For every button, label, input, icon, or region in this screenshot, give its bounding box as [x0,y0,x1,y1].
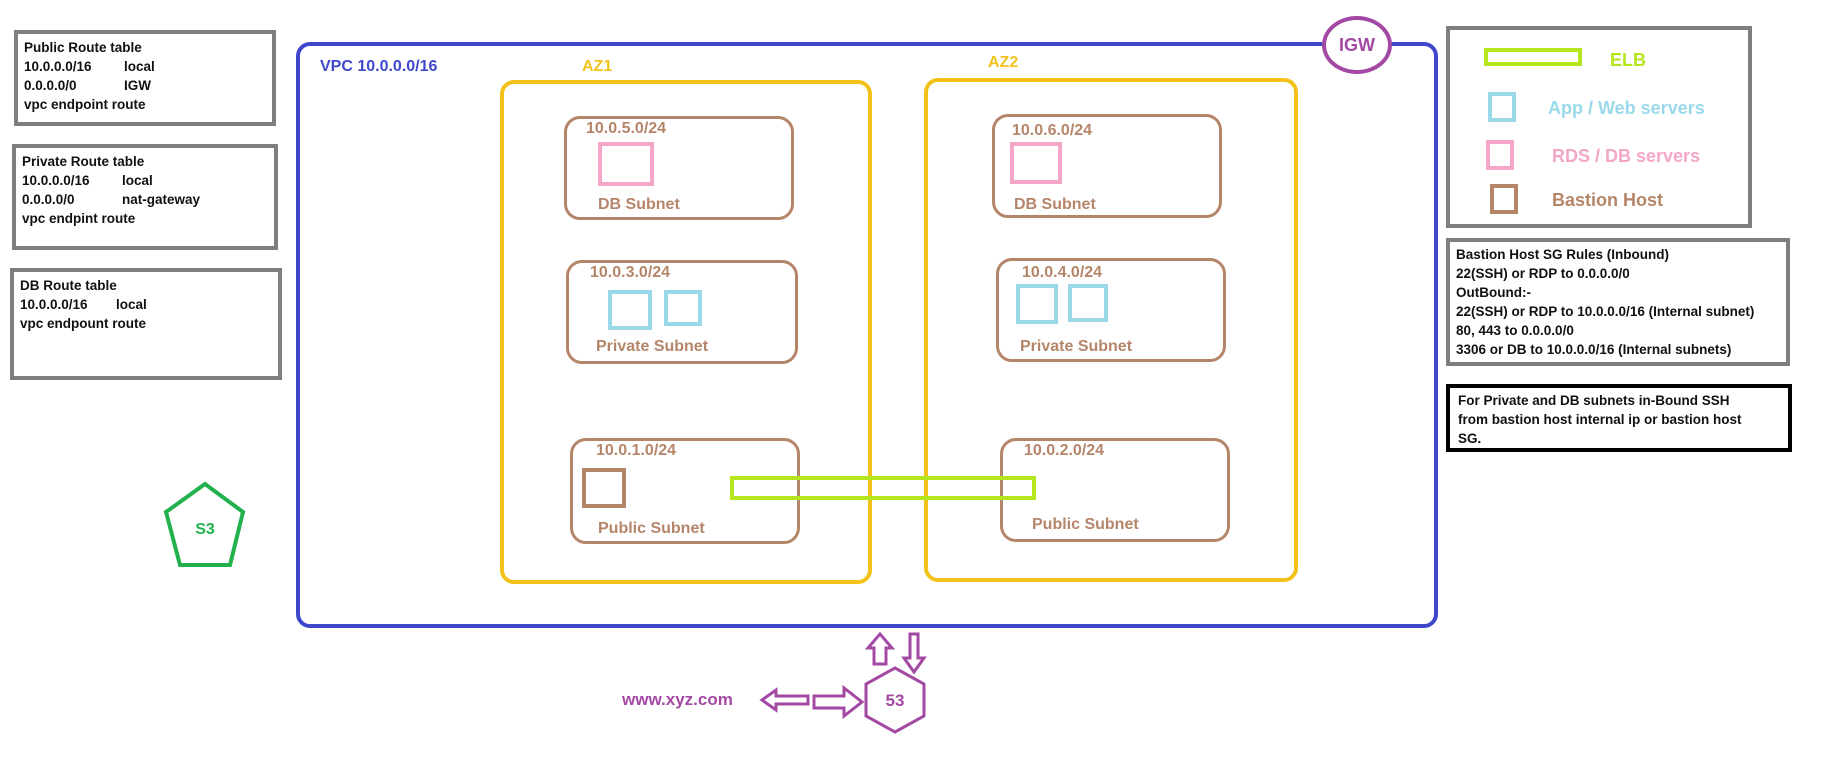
route-extra: vpc endpoint route [24,97,146,112]
subnet-name: Private Subnet [596,338,709,355]
az1-private-subnet [566,260,798,364]
legend-rds-label: RDS / DB servers [1552,146,1701,166]
bastion-sg-rules: Bastion Host SG Rules (Inbound) 22(SSH) … [1446,238,1790,366]
legend-elb-swatch [1484,48,1582,66]
elb [730,476,1036,500]
legend-app-label: App / Web servers [1548,98,1705,118]
legend-elb-label: ELB [1610,50,1646,70]
rule-line: Bastion Host SG Rules (Inbound) [1456,247,1669,262]
rule-line: 80, 443 to 0.0.0.0/0 [1456,323,1574,338]
subnet-cidr: 10.0.3.0/24 [590,264,671,281]
arrow-left-icon [759,687,810,713]
app-server [1068,284,1108,322]
app-server [664,290,702,326]
rule-line: 3306 or DB to 10.0.0.0/16 (Internal subn… [1456,342,1732,357]
legend-bastion-label: Bastion Host [1552,190,1664,210]
s3-icon: S3 [163,481,246,567]
route53-icon: 53 [864,666,926,734]
az1-container [500,80,872,584]
route-table-title: Private Route table [22,154,145,169]
ssh-note: For Private and DB subnets in-Bound SSH … [1446,384,1792,452]
az2-container [924,78,1298,582]
route53-label: 53 [886,691,905,710]
route-table-title: Public Route table [24,40,142,55]
rule-line: 22(SSH) or RDP to 0.0.0.0/0 [1456,266,1630,281]
route53-diagram: 53 [759,631,927,734]
app-server [608,290,652,330]
subnet-cidr: 10.0.1.0/24 [596,442,677,459]
rule-line: OutBound:- [1456,285,1531,300]
rds-server [598,142,654,186]
bastion-host [582,468,626,508]
az2-private-subnet [996,258,1226,362]
igw-icon: IGW [1322,16,1392,74]
subnet-name: Public Subnet [1032,516,1139,533]
note-line: SG. [1458,431,1482,446]
az1-db-subnet [564,116,794,220]
route-extra: vpc endpint route [22,211,136,226]
rule-line: 22(SSH) or RDP to 10.0.0.0/16 (Internal … [1456,304,1755,319]
legend: ELB App / Web servers RDS / DB servers B… [1446,26,1752,228]
domain-label: www.xyz.com [622,690,733,709]
subnet-cidr: 10.0.6.0/24 [1012,122,1093,139]
vpc-container [296,42,1438,628]
az2-db-subnet [992,114,1222,218]
vpc-label: VPC 10.0.0.0/16 [320,58,438,75]
arrow-down-icon [901,632,927,675]
route-table-title: DB Route table [20,278,117,293]
app-server [1016,284,1058,324]
subnet-name: DB Subnet [598,196,680,213]
note-line: from bastion host internal ip or bastion… [1458,412,1742,427]
az2-label: AZ2 [988,54,1019,71]
subnet-cidr: 10.0.4.0/24 [1022,264,1103,281]
subnet-name: Public Subnet [598,520,705,537]
legend-app-swatch [1488,92,1516,122]
route-extra: vpc endpount route [20,316,146,331]
legend-bastion-swatch [1490,184,1518,214]
az2-public-subnet [1000,438,1230,542]
subnet-name: Private Subnet [1020,338,1133,355]
note-line: For Private and DB subnets in-Bound SSH [1458,393,1730,408]
arrow-up-icon [864,631,896,666]
az1-label: AZ1 [582,58,613,75]
arrow-right-icon [812,684,865,720]
subnet-cidr: 10.0.5.0/24 [586,120,667,137]
legend-rds-swatch [1486,140,1514,170]
subnet-name: DB Subnet [1014,196,1096,213]
s3-label: S3 [195,521,215,538]
az1-public-subnet [570,438,800,544]
rds-server [1010,142,1062,184]
igw-label: IGW [1339,34,1375,55]
subnet-cidr: 10.0.2.0/24 [1024,442,1105,459]
